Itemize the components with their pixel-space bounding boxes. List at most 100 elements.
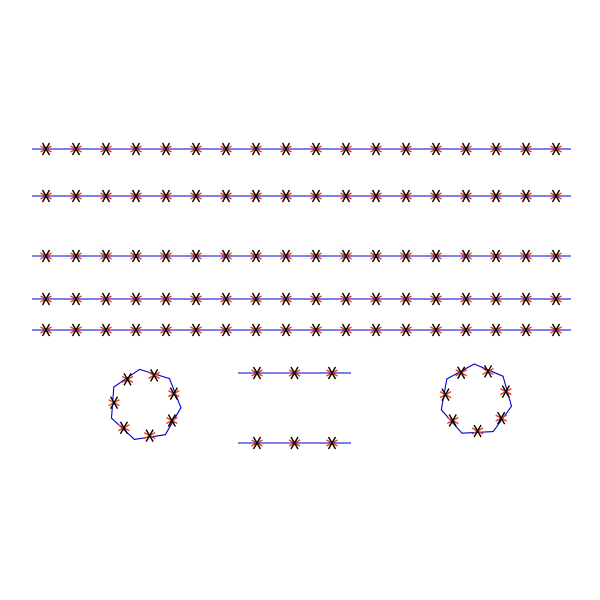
marker-cross	[341, 142, 351, 156]
x-marker	[70, 292, 82, 306]
x-marker	[430, 292, 442, 306]
x-marker	[400, 189, 412, 203]
row-2	[32, 189, 571, 203]
marker-cross	[191, 249, 201, 263]
x-marker	[280, 292, 292, 306]
marker-cross	[221, 189, 231, 203]
marker-cross	[131, 189, 141, 203]
x-marker	[490, 323, 502, 337]
x-marker	[520, 142, 532, 156]
marker-cross	[101, 189, 111, 203]
x-marker	[460, 249, 472, 263]
marker-cross	[281, 189, 291, 203]
x-marker	[500, 385, 512, 398]
marker-cross	[311, 249, 321, 263]
x-marker	[446, 414, 459, 427]
marker-cross	[101, 249, 111, 263]
marker-cross	[101, 292, 111, 306]
marker-cross	[497, 411, 506, 425]
x-marker	[190, 249, 202, 263]
marker-cross	[461, 292, 471, 306]
marker-cross	[457, 366, 466, 380]
marker-cross	[327, 366, 337, 380]
marker-cross	[41, 323, 51, 337]
marker-cross	[281, 142, 291, 156]
x-marker	[340, 142, 352, 156]
marker-cross	[281, 323, 291, 337]
marker-cross	[41, 249, 51, 263]
x-marker	[160, 189, 172, 203]
marker-cross	[101, 323, 111, 337]
x-marker	[400, 323, 412, 337]
marker-cross	[551, 323, 561, 337]
heptagon-left	[108, 368, 182, 443]
x-marker	[130, 323, 142, 337]
x-marker	[220, 323, 232, 337]
x-marker	[70, 142, 82, 156]
x-marker	[340, 292, 352, 306]
x-marker	[100, 142, 112, 156]
x-marker	[550, 292, 562, 306]
x-marker	[160, 292, 172, 306]
x-marker	[70, 189, 82, 203]
marker-cross	[71, 249, 81, 263]
marker-cross	[311, 292, 321, 306]
x-marker	[100, 249, 112, 263]
x-marker	[100, 189, 112, 203]
marker-cross	[41, 189, 51, 203]
x-marker	[490, 249, 502, 263]
x-marker	[251, 366, 263, 380]
marker-cross	[551, 142, 561, 156]
x-marker	[400, 292, 412, 306]
marker-cross	[191, 189, 201, 203]
marker-cross	[251, 189, 261, 203]
marker-cross	[109, 396, 119, 410]
marker-cross	[161, 189, 171, 203]
marker-cross	[521, 189, 531, 203]
marker-cross	[221, 249, 231, 263]
x-marker	[130, 292, 142, 306]
marker-cross	[101, 142, 111, 156]
marker-cross	[448, 414, 457, 427]
x-marker	[430, 189, 442, 203]
x-marker	[550, 323, 562, 337]
x-marker	[280, 142, 292, 156]
x-marker	[439, 388, 452, 401]
marker-cross	[521, 249, 531, 263]
x-marker	[370, 249, 382, 263]
x-marker	[430, 323, 442, 337]
x-marker	[370, 292, 382, 306]
x-marker	[326, 366, 338, 380]
x-marker	[370, 323, 382, 337]
x-marker	[190, 292, 202, 306]
x-marker	[250, 189, 262, 203]
x-marker	[250, 292, 262, 306]
x-marker	[280, 189, 292, 203]
marker-cross	[191, 142, 201, 156]
x-marker	[40, 142, 52, 156]
marker-cross	[491, 142, 501, 156]
x-marker	[280, 323, 292, 337]
x-marker	[108, 396, 120, 410]
marker-cross	[483, 365, 493, 378]
x-marker	[160, 323, 172, 337]
marker-cross	[341, 189, 351, 203]
x-marker	[340, 189, 352, 203]
x-marker	[490, 292, 502, 306]
x-marker	[251, 436, 263, 450]
marker-cross	[341, 292, 351, 306]
x-marker	[460, 292, 472, 306]
marker-cross	[251, 249, 261, 263]
marker-cross	[461, 142, 471, 156]
marker-cross	[221, 142, 231, 156]
x-marker	[430, 142, 442, 156]
x-marker	[520, 189, 532, 203]
marker-cross	[251, 323, 261, 337]
marker-cross	[401, 323, 411, 337]
x-marker	[455, 366, 468, 380]
marker-cross	[461, 249, 471, 263]
marker-cross	[71, 189, 81, 203]
marker-cross	[521, 323, 531, 337]
marker-cross	[161, 292, 171, 306]
